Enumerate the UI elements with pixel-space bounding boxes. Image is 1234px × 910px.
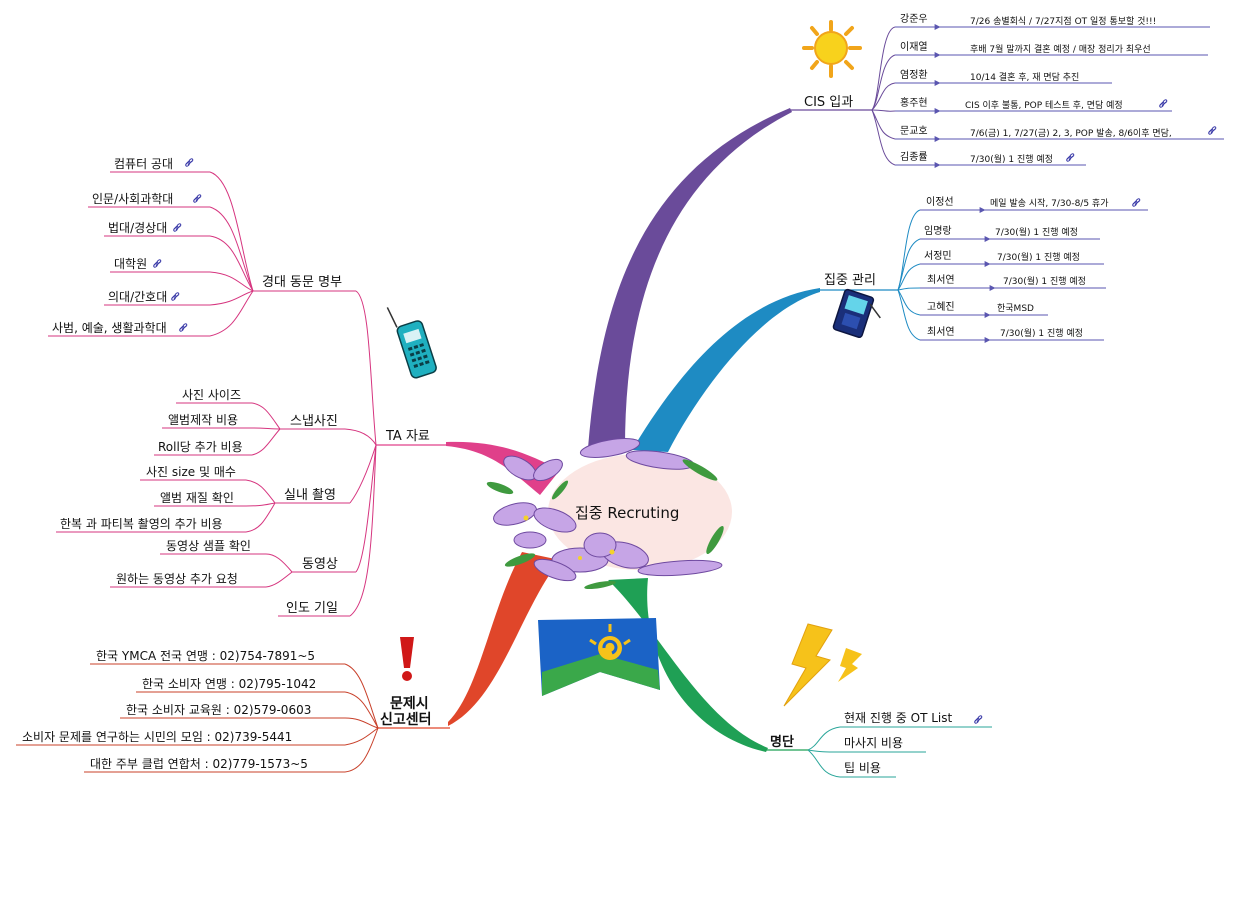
report-item: 한국 소비자 교육원 : 02)579-0603 [126,703,311,717]
report-branch-group: 문제시 신고센터 한국 YMCA 전국 연맹 : 02)754-7891~5 한… [16,618,660,773]
cis-item-name: 염정환 [900,69,928,81]
cellphone-clipart [386,307,437,379]
focus-item-detail: 7/30(월) 1 진행 예정 [1003,275,1086,287]
ta-snap-title: 스냅사진 [290,414,338,429]
report-branch-title-line2: 신고센터 [380,712,432,728]
list-item: 마사지 비용 [844,736,903,750]
ta-india-title: 인도 기일 [286,601,338,616]
ta-branch-group: TA 자료 [48,157,448,617]
cis-item-name: 강준우 [900,13,928,25]
ta-alumni-item: 컴퓨터 공대 [114,157,173,171]
focus-item-name: 최서연 [927,274,955,286]
report-item: 대한 주부 클럽 연합처 : 02)779-1573~5 [90,757,308,771]
focus-item-name: 고혜진 [927,301,955,313]
focus-item-name: 최서연 [927,326,955,338]
ta-video-item: 원하는 동영상 추가 요청 [116,572,238,586]
ta-video-item: 동영상 샘플 확인 [166,539,251,553]
focus-item-detail: 7/30(월) 1 진행 예정 [997,251,1080,263]
focus-item-name: 임명랑 [924,224,952,237]
cis-item-detail: CIS 이후 불통, POP 테스트 후, 면담 예정 [965,99,1123,111]
ta-snap-item: Roll당 추가 비용 [158,440,243,454]
lightning-clipart [783,623,862,707]
ta-video-title: 동영상 [302,557,338,572]
cis-item-detail: 7/6(금) 1, 7/27(금) 2, 3, POP 발송, 8/6이후 면담… [970,127,1172,139]
link-icon[interactable] [178,322,188,333]
link-icon[interactable] [973,714,983,725]
link-icon[interactable] [1131,197,1141,208]
focus-item-detail: 7/30(월) 1 진행 예정 [995,226,1078,238]
branch-cis [588,108,792,448]
link-icon[interactable] [184,157,194,168]
list-item: 팁 비용 [844,761,881,775]
ta-alumni-item: 대학원 [114,257,147,271]
ta-branch-title: TA 자료 [385,429,430,444]
ta-alumni-item: 의대/간호대 [108,290,167,304]
focus-item-name: 이정선 [926,196,954,208]
report-item: 한국 YMCA 전국 연맹 : 02)754-7891~5 [96,649,315,663]
ta-indoor-item: 한복 과 파티복 촬영의 추가 비용 [60,517,223,531]
cis-item-name: 홍주현 [900,96,928,109]
list-item: 현재 진행 중 OT List [844,710,953,725]
cis-branch-group: CIS 입과 강준우 7/26 송별회식 / 7/27지점 OT 일정 통보할 … [790,13,1224,168]
list-branch-title: 명단 [770,734,794,750]
ta-indoor-title: 실내 촬영 [284,488,336,503]
link-icon[interactable] [170,291,180,302]
branch-focus [632,288,820,452]
cis-item-detail: 10/14 결혼 후, 재 면담 추진 [970,71,1079,83]
report-item: 한국 소비자 연맹 : 02)795-1042 [142,677,316,691]
focus-branch-group: 집중 관리 이정선 메일 발송 시작, 7/30-8/5 휴가 임명랑 7/30… [818,196,1148,343]
focus-item-detail: 7/30(월) 1 진행 예정 [1000,327,1083,339]
cis-item-name: 김종률 [900,151,928,163]
ta-snap-item: 앨범제작 비용 [168,413,238,427]
cis-item-name: 문교호 [900,125,928,137]
cis-branch-title: CIS 입과 [804,95,853,110]
ta-indoor-item: 사진 size 및 매수 [146,465,236,479]
banner-clipart [538,618,660,696]
flower-clipart [486,438,724,590]
center-node-title: 집중 Recruting [575,504,679,522]
link-icon[interactable] [1158,98,1168,109]
ta-alumni-item: 법대/경상대 [108,221,167,235]
focus-item-name: 서정민 [924,250,952,262]
ta-alumni-item: 인문/사회과학대 [92,192,173,206]
link-icon[interactable] [1065,152,1075,163]
ta-snap-item: 사진 사이즈 [182,388,241,402]
branch-report [448,552,560,726]
list-branch-group: 명단 현재 진행 중 OT List 마사지 비용 팁 비용 [766,623,992,778]
report-item: 소비자 문제를 연구하는 시민의 모임 : 02)739-5441 [22,730,292,744]
pda-clipart [832,288,881,339]
focus-branch-title: 집중 관리 [824,273,876,288]
ta-alumni-title: 경대 동문 명부 [262,275,342,290]
cis-item-name: 이재열 [900,41,928,53]
sun-clipart [802,20,862,78]
branch-ta [446,441,560,495]
focus-item-detail: 한국MSD [997,303,1034,314]
cis-item-detail: 7/26 송별회식 / 7/27지점 OT 일정 통보할 것!!! [970,15,1156,27]
cis-item-detail: 7/30(월) 1 진행 예정 [970,153,1053,165]
report-branch-title-line1: 문제시 [390,696,429,712]
link-icon[interactable] [1207,125,1217,136]
link-icon[interactable] [192,193,202,204]
ta-indoor-item: 앨범 재질 확인 [160,491,234,505]
link-icon[interactable] [172,222,182,233]
focus-item-detail: 메일 발송 시작, 7/30-8/5 휴가 [990,198,1109,209]
cis-item-detail: 후배 7월 말까지 결혼 예정 / 매장 정리가 최우선 [970,43,1151,55]
ta-alumni-item: 사범, 예술, 생활과학대 [52,321,167,335]
link-icon[interactable] [152,258,162,269]
exclamation-clipart [400,637,414,681]
